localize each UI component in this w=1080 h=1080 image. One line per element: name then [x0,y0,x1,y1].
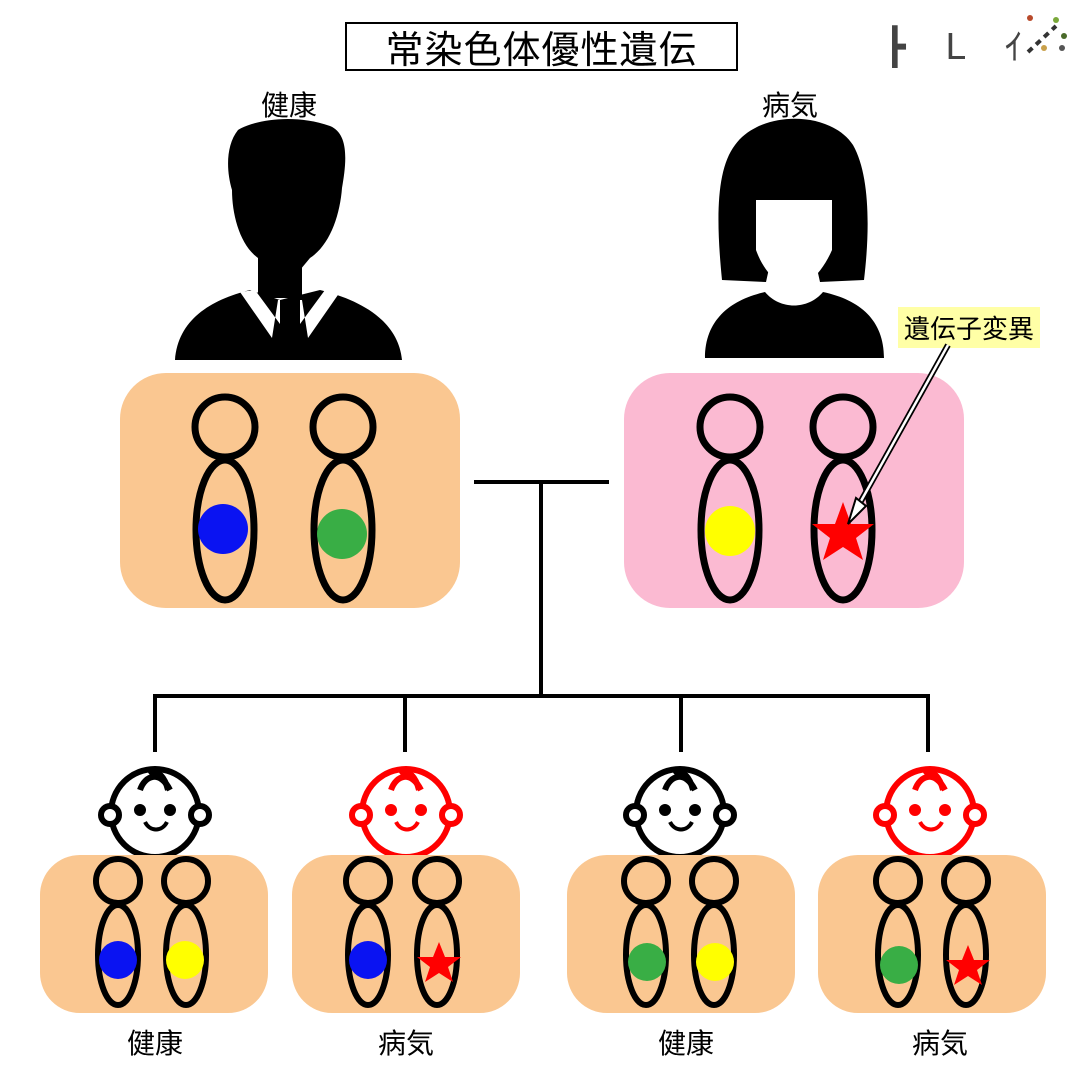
child-4-mutant-allele-star-icon [946,945,990,985]
child-3-allele-1 [628,943,666,981]
mother-allele-1 [705,506,755,556]
callout-arrow [847,343,951,525]
child-1-face-icon [98,766,212,860]
father-silhouette-icon [175,118,402,360]
child-3-box [567,855,795,1013]
child-1-chromosomes [93,856,211,1008]
child-2-box [292,855,520,1013]
mother-chromosome-box [624,373,964,608]
child-2-chromosomes [343,856,462,1008]
brand-logo: ┣ L ｲ [884,27,1037,68]
child-1-allele-1 [99,941,137,979]
father-chromosome-box [120,373,460,608]
mother-chromosome-1 [696,393,764,604]
child-4-chromosomes [873,856,991,1008]
child-4-allele-1 [880,946,918,984]
child-2-allele-1 [349,941,387,979]
mutation-callout: 遺伝子変異 [898,307,1041,348]
pedigree-lines [153,480,930,752]
father-status-label: 健康 [260,89,317,122]
father-chromosome-2 [309,393,377,604]
mother-status-label: 病気 [761,89,818,122]
child-4-box [818,855,1046,1013]
child-2-mutant-allele-star-icon [417,942,461,982]
child-2-status-label: 病気 [377,1027,434,1060]
mother-chromosome-2 [809,393,877,604]
child-4-face-icon [873,766,987,860]
child-1-allele-2 [166,941,204,979]
child-1-box [40,855,268,1013]
mother-silhouette-icon [705,118,884,358]
child-4-status-label: 病気 [911,1027,968,1060]
father-chromosome-1 [191,393,259,604]
child-1-status-label: 健康 [126,1027,183,1060]
child-3-chromosomes [621,856,739,1008]
mother-mutant-allele-star-icon [812,502,874,560]
child-3-allele-2 [696,943,734,981]
logo-dots-icon [1026,15,1067,54]
father-allele-2 [317,509,367,559]
father-allele-1 [198,504,248,554]
child-3-status-label: 健康 [657,1027,714,1060]
child-3-face-icon [623,766,737,860]
diagram-title: 常染色体優性遺伝 [345,22,738,72]
child-2-face-icon [349,766,463,860]
